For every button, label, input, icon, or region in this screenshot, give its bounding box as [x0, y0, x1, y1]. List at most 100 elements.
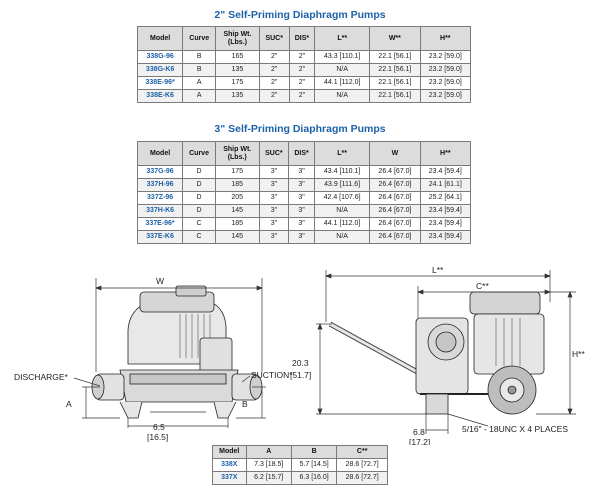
- table-cell: A: [182, 76, 217, 90]
- column-header: Model: [212, 445, 247, 459]
- table-cell: 22.1 [56.1]: [369, 76, 421, 90]
- label-6-8: 6.8: [413, 427, 425, 437]
- model-cell: 338G-96: [136, 50, 184, 64]
- table-cell: 28.6 [72.7]: [336, 471, 388, 485]
- table-cell: 2": [288, 89, 316, 103]
- table-cell: N/A: [313, 230, 371, 244]
- model-cell: 337G-96: [136, 165, 184, 179]
- table-cell: 3": [288, 230, 315, 244]
- table-cell: C: [182, 217, 216, 231]
- column-header: W**: [369, 26, 421, 51]
- label-bolt-spec: 5/16" - 18UNC X 4 PLACES: [462, 424, 568, 434]
- table-cell: 23.4 [59.4]: [419, 165, 472, 179]
- model-cell: 337H-K6: [136, 204, 184, 218]
- table-cell: 23.2 [59.0]: [419, 76, 472, 90]
- dimension-20-3: [316, 323, 426, 415]
- table-cell: 43.4 [110.1]: [313, 165, 371, 179]
- table-cell: 3": [258, 191, 290, 205]
- table-cell: 43.3 [110.1]: [314, 50, 371, 64]
- pump-dimension-drawing: W DISCHARGE* SUCTION* A B 6.5 [16.5]: [14, 265, 585, 445]
- column-header: C**: [336, 445, 388, 459]
- column-header: Ship Wt. (Lbs.): [214, 141, 260, 166]
- table-cell: 135: [215, 89, 260, 103]
- column-header: Model: [136, 26, 184, 51]
- table2-title: 3" Self-Priming Diaphragm Pumps: [214, 123, 386, 135]
- table-cell: 44.1 [112.0]: [314, 76, 371, 90]
- label-17-2: [17.2]: [409, 437, 430, 445]
- label-h: H**: [572, 349, 585, 359]
- column-header: L**: [314, 26, 371, 51]
- table-cell: 3": [288, 217, 315, 231]
- table-cell: D: [182, 178, 216, 192]
- table-cell: 2": [258, 76, 290, 90]
- table-cell: 3": [288, 204, 315, 218]
- table-cell: 3": [258, 165, 290, 179]
- table-cell: 24.1 [61.1]: [419, 178, 472, 192]
- model-cell: 338G-K6: [136, 63, 184, 77]
- dimension-6-8: [425, 414, 449, 434]
- label-l: L**: [432, 265, 444, 275]
- table-cell: 25.2 [64.1]: [419, 191, 472, 205]
- table-cell: 2": [258, 50, 290, 64]
- table-cell: 44.1 [112.0]: [313, 217, 371, 231]
- table-cell: 7.3 [18.5]: [245, 458, 292, 472]
- table-cell: 26.4 [67.0]: [369, 230, 421, 244]
- table-cell: 28.6 [72.7]: [336, 458, 388, 472]
- dimension-a: [82, 386, 120, 419]
- table-cell: B: [182, 63, 217, 77]
- model-cell: 337E-96*: [136, 217, 184, 231]
- table-cell: 2": [288, 76, 316, 90]
- label-w: W: [156, 276, 164, 286]
- model-cell: 337E-K6: [136, 230, 184, 244]
- table-cell: 175: [215, 76, 260, 90]
- table-cell: 43.9 [111.6]: [313, 178, 371, 192]
- label-b: B: [242, 399, 248, 409]
- table-cell: 26.4 [67.0]: [369, 217, 421, 231]
- table-cell: 185: [214, 178, 260, 192]
- column-header: W: [369, 141, 421, 166]
- label-51-7: [51.7]: [290, 370, 311, 380]
- table-cell: A: [182, 89, 217, 103]
- table-cell: 3": [258, 217, 290, 231]
- column-header: L**: [313, 141, 371, 166]
- table-cell: N/A: [314, 89, 371, 103]
- model-cell: 337H-96: [136, 178, 184, 192]
- column-header: SUC*: [258, 141, 290, 166]
- table-cell: 26.4 [67.0]: [369, 178, 421, 192]
- column-header: H**: [419, 26, 472, 51]
- table-cell: 26.4 [67.0]: [369, 191, 421, 205]
- table-cell: C: [182, 230, 216, 244]
- label-c: C**: [476, 281, 489, 291]
- label-suction: SUCTION*: [251, 370, 293, 380]
- table-cell: N/A: [313, 204, 371, 218]
- table-cell: 145: [214, 204, 260, 218]
- table-cell: 165: [215, 50, 260, 64]
- column-header: DIS*: [288, 26, 316, 51]
- table-cell: 3": [288, 191, 315, 205]
- table-cell: 42.4 [107.6]: [313, 191, 371, 205]
- table-cell: 6.3 [16.0]: [290, 471, 338, 485]
- table-cell: 26.4 [67.0]: [369, 204, 421, 218]
- label-a: A: [66, 399, 72, 409]
- column-header: Model: [136, 141, 184, 166]
- table-cell: 23.4 [59.4]: [419, 204, 472, 218]
- dimension-l: [325, 270, 551, 322]
- column-header: H**: [419, 141, 472, 166]
- table-cell: 23.2 [59.0]: [419, 50, 472, 64]
- table-cell: 3": [258, 204, 290, 218]
- table-cell: 23.4 [59.4]: [419, 217, 472, 231]
- table-cell: 23.2 [59.0]: [419, 63, 472, 77]
- model-cell: 338X: [212, 458, 247, 472]
- table-cell: 175: [214, 165, 260, 179]
